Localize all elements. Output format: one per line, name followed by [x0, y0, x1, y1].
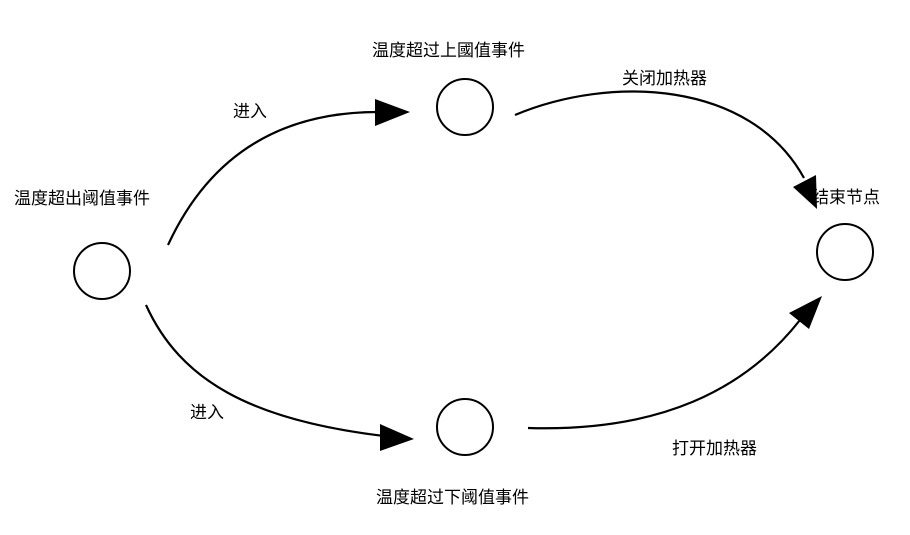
upper-node-label: 温度超过上國值事件 [372, 41, 525, 61]
edge-label-start-to-lower: 进入 [190, 403, 224, 423]
edge-label-lower-to-end: 打开加热器 [672, 439, 757, 459]
edge-lower-to-end[interactable] [527, 319, 801, 430]
end-node[interactable] [816, 223, 874, 281]
arrowhead-start-to-lower [380, 424, 414, 451]
lower-node-label: 温度超过下阈值事件 [376, 488, 529, 508]
arrowhead-upper-to-end [793, 175, 817, 209]
start-node[interactable] [73, 242, 131, 300]
edge-start-to-upper[interactable] [167, 110, 379, 246]
upper-node[interactable] [436, 78, 494, 136]
arrowhead-lower-to-end [789, 296, 822, 329]
start-node-label: 温度超出阈值事件 [14, 189, 150, 209]
edge-start-to-lower[interactable] [144, 304, 385, 438]
lower-node[interactable] [436, 398, 494, 456]
edge-label-upper-to-end: 关闭加热器 [622, 69, 707, 89]
arrowhead-start-to-upper [375, 99, 410, 126]
edge-upper-to-end[interactable] [514, 90, 805, 179]
edge-label-start-to-upper: 进入 [233, 102, 267, 122]
end-node-label: 结束节点 [812, 188, 880, 208]
